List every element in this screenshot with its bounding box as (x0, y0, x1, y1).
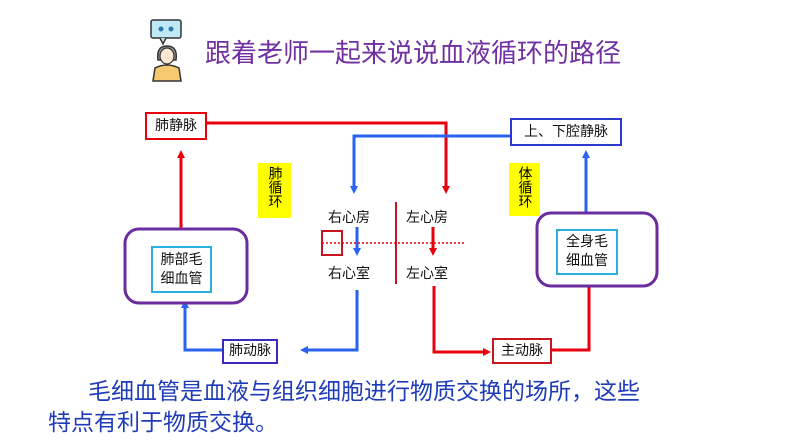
systemic-circulation-label: 体循环 (509, 163, 540, 216)
highlight-square (321, 230, 343, 256)
pulmonary-artery-box: 肺动脉 (222, 339, 278, 364)
left-atrium-label: 左心房 (406, 210, 448, 226)
right-atrium-label: 右心房 (328, 210, 370, 226)
aorta-to-body-capillary-arrow (552, 278, 593, 352)
lung-capillary-box: 肺部毛细血管 (151, 246, 212, 293)
teacher-speech-icon (150, 19, 182, 82)
body-capillary-box: 全身毛细血管 (556, 229, 618, 275)
pulmonary-vein-to-left-atrium-arrow (207, 121, 450, 194)
left-ventricle-to-aorta-arrow (432, 286, 491, 356)
aorta-box: 主动脉 (492, 338, 552, 364)
vena-cava-box: 上、下腔静脉 (510, 118, 622, 146)
body-text-line-1: 毛细血管是血液与组织细胞进行物质交换的场所，这些 (88, 379, 640, 405)
page-title: 跟着老师一起来说说血液循环的路径 (205, 39, 622, 69)
pulmonary-circulation-label: 肺循环 (258, 163, 291, 218)
vena-cava-to-right-atrium-arrow (350, 134, 510, 194)
pulmonary-vein-box: 肺静脉 (145, 112, 207, 140)
pulmonary-artery-to-lung-capillary-arrow (181, 300, 222, 352)
body-text-line-2: 特点有利于物质交换。 (48, 410, 278, 436)
right-ventricle-to-pulmonary-artery-arrow (300, 290, 359, 354)
right-ventricle-label: 右心室 (328, 266, 370, 282)
left-ventricle-label: 左心室 (406, 266, 448, 282)
